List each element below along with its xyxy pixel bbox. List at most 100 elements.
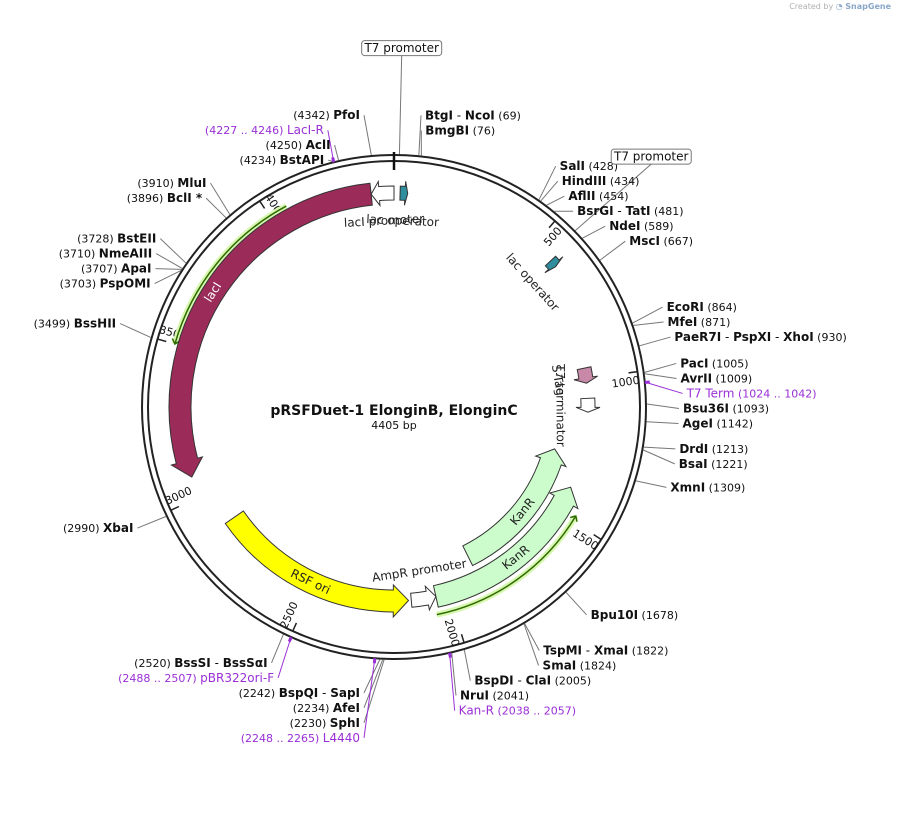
site-drdi-label[interactable]: DrdI (1213) <box>679 442 748 456</box>
site-ndei-name0: NdeI <box>609 219 640 233</box>
plasmid-name: pRSFDuet-1 ElonginB, ElonginC <box>270 403 517 419</box>
primer-laci-r-name: LacI-R <box>287 123 324 137</box>
site-sali-label[interactable]: SalI (428) <box>560 159 618 173</box>
site-bpu10i-label[interactable]: Bpu10I (1678) <box>591 608 679 622</box>
site-bstapi-coord: (4234) <box>240 154 280 167</box>
primer-t7-term-label[interactable]: T7 Term (1024 .. 1042) <box>686 386 817 400</box>
site-xbai-name0: XbaI <box>103 521 133 535</box>
primer-t7-term-name: T7 Term <box>686 386 735 400</box>
site-apai-leader <box>155 268 182 270</box>
tick-label-2000: 2000 <box>442 617 462 648</box>
site-bcli-label[interactable]: (3896) BclI * <box>127 191 203 205</box>
primer-laci-r-range: (4227 .. 4246) <box>205 124 287 137</box>
primer-pbr322ori-f-mark <box>287 636 293 643</box>
site-paci-label[interactable]: PacI (1005) <box>680 356 748 370</box>
laci-promoter-label: lacI promoter <box>344 212 425 230</box>
site-msci-label[interactable]: MscI (667) <box>629 234 693 248</box>
site-ecori-name0: EcoRI <box>667 300 704 314</box>
tick-label-500: 500 <box>541 224 565 248</box>
kanr-inner-arrow <box>462 448 568 567</box>
site-bspqi-sapi-label[interactable]: (2242) BspQI - SapI <box>239 686 360 700</box>
site-bsrgi-tati-name0: BsrGI <box>577 204 614 218</box>
site-bspdi-clai-label[interactable]: BspDI - ClaI (2005) <box>474 674 591 688</box>
primer-laci-r-label[interactable]: (4227 .. 4246) LacI-R <box>205 123 324 137</box>
site-bpu10i-leader <box>565 592 587 616</box>
site-pspomi-label[interactable]: (3703) PspOMI <box>60 277 151 291</box>
tick-3500 <box>157 338 167 343</box>
primer-kan-r-name: Kan-R <box>459 704 494 718</box>
site-smai-leader <box>523 623 540 666</box>
site-pfoi-name0: PfoI <box>333 108 360 122</box>
primer-pbr322ori-f-label[interactable]: (2488 .. 2507) pBR322ori-F <box>118 671 274 685</box>
tick-1500 <box>593 534 602 541</box>
site-bsteii-name0: BstEII <box>117 232 156 246</box>
site-smai-name0: SmaI <box>543 658 577 672</box>
site-msci-coord: (667) <box>660 235 693 248</box>
site-sphi-label[interactable]: (2230) SphI <box>290 716 360 730</box>
site-bsrgi-tati-label[interactable]: BsrGI - TatI (481) <box>577 204 684 218</box>
primer-kan-r-label[interactable]: Kan-R (2038 .. 2057) <box>459 704 576 718</box>
kanr-outer-arrow <box>432 486 579 608</box>
snapgene-watermark: Created by ◔ SnapGene <box>789 2 891 11</box>
site-paer7i-name0: PaeR7I <box>674 330 721 344</box>
site-tspmi-xmai-coord: (1822) <box>628 644 668 657</box>
laci-arrow <box>168 182 373 478</box>
leader-lines <box>119 55 683 738</box>
site-aflii-leader <box>546 195 565 206</box>
site-mfei-label[interactable]: MfeI (871) <box>668 315 731 329</box>
tick-label-3000: 3000 <box>163 484 194 508</box>
site-nrui-label[interactable]: NruI (2041) <box>460 689 529 703</box>
site-agei-label[interactable]: AgeI (1142) <box>683 416 754 430</box>
site-bssi-label[interactable]: (2520) BssSI - BssSαI <box>134 656 267 670</box>
site-ndei-leader <box>582 225 606 239</box>
site-msci-leader <box>599 240 626 261</box>
site-bspqi-sapi-coord: (2242) <box>239 687 279 700</box>
site-ndei-label[interactable]: NdeI (589) <box>609 219 673 233</box>
site-sphi-name0: SphI <box>330 716 360 730</box>
site-ecori-leader <box>632 306 663 324</box>
primer-kan-r-leader <box>449 653 456 711</box>
site-bssi-name1: BssSαI <box>223 656 268 670</box>
site-smai-label[interactable]: SmaI (1824) <box>543 658 617 672</box>
t7-promoter-top-leader <box>398 55 403 157</box>
site-bsteii-label[interactable]: (3728) BstEII <box>77 232 156 246</box>
site-mlui-label[interactable]: (3910) MluI <box>137 176 206 190</box>
site-bsshii-label[interactable]: (3499) BssHII <box>34 317 116 331</box>
site-afei-label[interactable]: (2234) AfeI <box>293 701 360 715</box>
site-mfei-name0: MfeI <box>668 315 698 329</box>
primer-kan-r-mark <box>447 652 452 659</box>
site-labels[interactable]: BtgI - NcoI (69)BmgBI (76) SalI (428)Hind… <box>34 40 847 745</box>
primer-pbr322ori-f-name: pBR322ori-F <box>200 671 274 685</box>
t7-promoter-right-leader <box>573 163 652 233</box>
site-xbai-label[interactable]: (2990) XbaI <box>63 521 133 535</box>
site-paer7i-coord: (930) <box>814 331 847 344</box>
site-smai-coord: (1824) <box>576 659 616 672</box>
site-acli-name0: AclI <box>306 138 331 152</box>
site-nmeaiii-label[interactable]: (3710) NmeAIII <box>59 247 152 261</box>
site-ecori-label[interactable]: EcoRI (864) <box>667 300 737 314</box>
site-acli-label[interactable]: (4250) AclI <box>266 138 331 152</box>
site-bsai-label[interactable]: BsaI (1221) <box>679 457 748 471</box>
site-pfoi-coord: (4342) <box>293 109 333 122</box>
site-avrii-name0: AvrII <box>681 371 713 385</box>
watermark-brand: SnapGene <box>845 2 891 11</box>
s-tag-arrow <box>573 366 598 384</box>
site-ndei-coord: (589) <box>640 220 673 233</box>
site-paer7i-label[interactable]: PaeR7I - PspXI - XhoI (930) <box>674 330 846 344</box>
site-aflii-label[interactable]: AflII (454) <box>568 189 628 203</box>
t7-terminator-arrow <box>575 397 601 413</box>
site-avrii-label[interactable]: AvrII (1009) <box>681 371 753 385</box>
site-drdi-name0: DrdI <box>679 442 708 456</box>
primer-l4440-label[interactable]: (2248 .. 2265) L4440 <box>241 731 360 745</box>
site-tspmi-xmai-label[interactable]: TspMI - XmaI (1822) <box>543 643 668 657</box>
site-tspmi-xmai-name0: TspMI <box>543 643 582 657</box>
site-bstapi-label[interactable]: (4234) BstAPI <box>240 153 325 167</box>
site-xmni-label[interactable]: XmnI (1309) <box>670 480 745 494</box>
site-bsu36i-label[interactable]: Bsu36I (1093) <box>683 401 769 415</box>
site-apai-label[interactable]: (3707) ApaI <box>81 262 152 276</box>
site-btgi-ncoi-label[interactable]: BtgI - NcoI (69) <box>425 108 521 122</box>
site-bmgbi-label[interactable]: BmgBI (76) <box>425 123 495 137</box>
site-bstapi-name0: BstAPI <box>280 153 325 167</box>
site-pfoi-label[interactable]: (4342) PfoI <box>293 108 360 122</box>
site-hindiii-label[interactable]: HindIII (434) <box>562 174 640 188</box>
